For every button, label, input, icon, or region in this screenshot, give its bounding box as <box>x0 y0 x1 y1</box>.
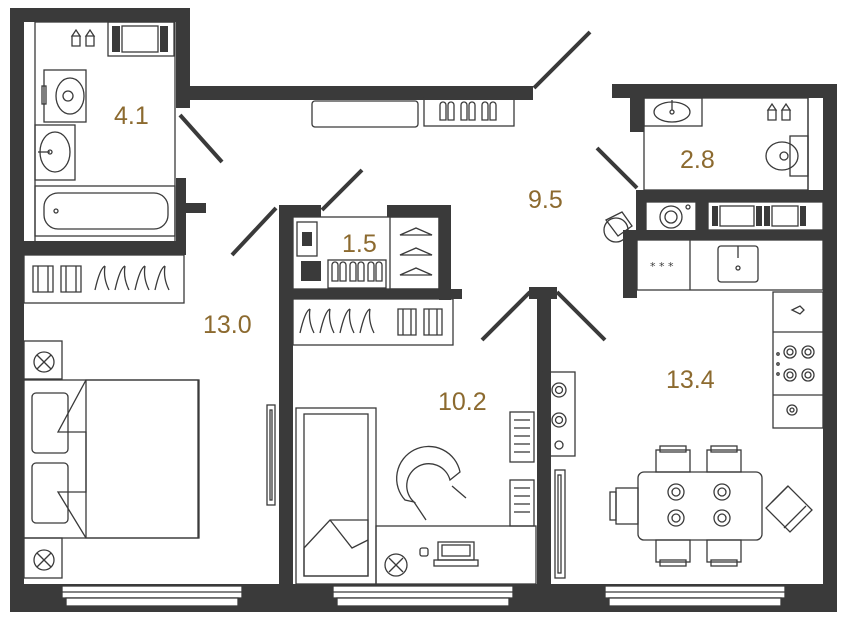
area-labels: 4.1 2.8 9.5 1.5 13.0 10.2 13.4 <box>114 102 715 416</box>
shirt-icon <box>397 308 443 336</box>
bathroom-right-fixtures <box>643 97 809 191</box>
hanger-icon <box>299 308 375 334</box>
area-label-hallway: 9.5 <box>528 186 563 214</box>
area-label-bathroom-2: 2.8 <box>680 146 715 174</box>
washing-machine-icon <box>645 201 697 233</box>
bed-icon <box>295 407 377 585</box>
bathtub-icon <box>34 185 176 237</box>
tap-icon <box>766 102 792 121</box>
cooktop-icon <box>776 345 815 382</box>
hallway-fixtures <box>311 97 515 128</box>
shirt-icon <box>32 265 82 293</box>
area-label-room: 10.2 <box>438 388 487 416</box>
windows <box>61 585 786 607</box>
bedroom-fixtures <box>23 254 276 579</box>
toilet-icon <box>41 69 87 123</box>
doors <box>178 30 639 342</box>
lamp-icon <box>33 351 55 373</box>
stove-marks: * * * <box>650 260 674 273</box>
bathroom-left-fixtures <box>34 21 176 243</box>
bed-icon <box>23 379 200 539</box>
armchair-icon <box>765 485 813 533</box>
chair-icon <box>609 445 742 567</box>
armchair-icon <box>396 445 467 521</box>
room-fixtures <box>292 298 537 585</box>
shoes-icon <box>331 261 383 282</box>
area-label-kitchen-living: 13.4 <box>666 366 715 394</box>
lamp-icon <box>384 553 408 577</box>
area-label-bedroom: 13.0 <box>203 311 252 339</box>
hanger-icon <box>94 265 170 291</box>
dining-table-icon <box>637 471 763 541</box>
kitchen-fixtures: * * * <box>542 201 824 579</box>
boiler-icon <box>603 211 633 243</box>
area-label-bathroom-1: 4.1 <box>114 102 149 130</box>
hanger-icon <box>399 227 433 276</box>
toilet-icon <box>765 135 809 177</box>
sink-icon <box>34 124 76 181</box>
shoes-icon <box>439 101 497 121</box>
closet-fixtures <box>292 216 440 290</box>
sink-icon <box>717 245 759 283</box>
area-label-closet: 1.5 <box>342 230 377 258</box>
lamp-icon <box>33 549 55 571</box>
laptop-icon <box>433 541 479 567</box>
sink-icon <box>643 97 703 127</box>
tap-icon <box>70 28 96 47</box>
